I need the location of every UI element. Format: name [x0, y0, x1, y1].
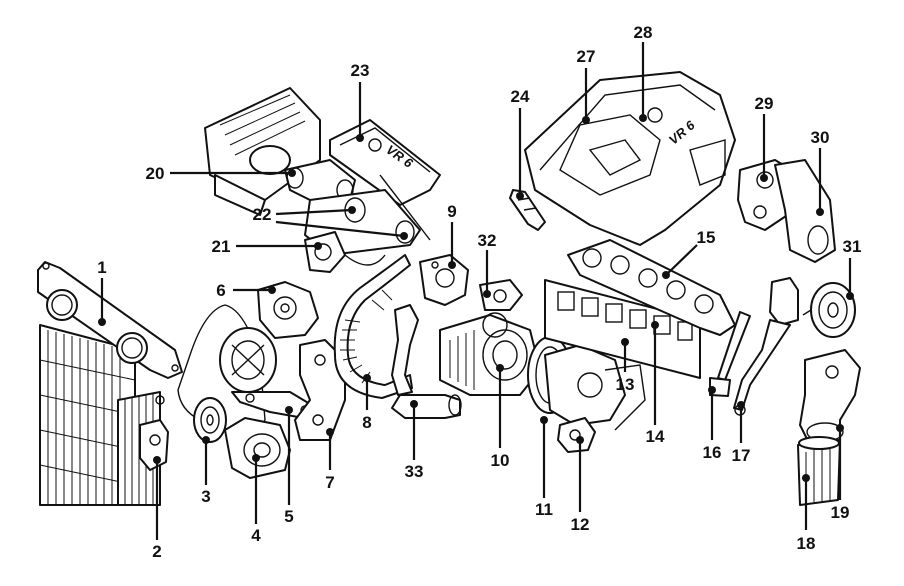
intake-tube-20	[284, 159, 356, 206]
callout-16: 16	[703, 443, 722, 462]
callout-14: 14	[646, 427, 665, 446]
hose-33	[391, 304, 462, 419]
callout-labels: 1 2 3 4 5 6 7 8 9 10 11 12 13 14 15 16 1…	[97, 23, 861, 561]
gasket-1	[37, 261, 183, 405]
callout-30: 30	[811, 128, 830, 147]
ac-compressor	[219, 327, 277, 393]
callout-21: 21	[212, 237, 231, 256]
callout-13: 13	[616, 375, 635, 394]
housing-9	[419, 254, 469, 306]
callout-6: 6	[216, 281, 225, 300]
sensor-2	[139, 419, 169, 471]
callout-27: 27	[577, 47, 596, 66]
rocker-cover-23: VR 6	[329, 119, 441, 206]
callout-1: 1	[97, 258, 106, 277]
callout-29: 29	[755, 94, 774, 113]
alternator-6	[257, 281, 319, 339]
pump-4	[224, 417, 291, 479]
callout-28: 28	[634, 23, 653, 42]
water-pump-10	[439, 312, 541, 396]
callout-17: 17	[732, 446, 751, 465]
callout-3: 3	[201, 487, 210, 506]
callout-11: 11	[535, 500, 553, 519]
callout-23: 23	[351, 61, 370, 80]
thermostat-21	[304, 231, 386, 273]
pulley-31	[802, 282, 856, 338]
callout-9: 9	[447, 202, 456, 221]
leader-lines	[98, 42, 854, 540]
callout-8: 8	[362, 413, 371, 432]
callout-22: 22	[253, 205, 272, 224]
pressure-switch-17	[733, 277, 799, 416]
callout-4: 4	[251, 526, 261, 545]
sensor-12	[557, 417, 596, 453]
callout-15: 15	[697, 228, 716, 247]
pulley-3	[193, 397, 227, 443]
oil-filter-housing-19	[799, 349, 861, 446]
gasket-14	[544, 279, 701, 379]
drive-belt	[177, 304, 266, 434]
gasket-15	[567, 239, 736, 336]
callout-33: 33	[405, 462, 424, 481]
callout-32: 32	[478, 231, 497, 250]
callout-10: 10	[491, 451, 510, 470]
callout-2: 2	[152, 542, 161, 561]
callout-12: 12	[571, 515, 590, 534]
callout-24: 24	[511, 87, 530, 106]
callout-18: 18	[797, 534, 816, 553]
gasket-32	[479, 279, 523, 311]
oil-filter-18	[797, 436, 841, 506]
spark-plug-24	[509, 189, 546, 231]
callout-31: 31	[843, 237, 862, 256]
intake-manifold-28: VR 6	[524, 71, 736, 246]
callout-5: 5	[284, 507, 293, 526]
callout-19: 19	[831, 503, 850, 522]
callout-7: 7	[325, 473, 334, 492]
callout-20: 20	[146, 164, 165, 183]
